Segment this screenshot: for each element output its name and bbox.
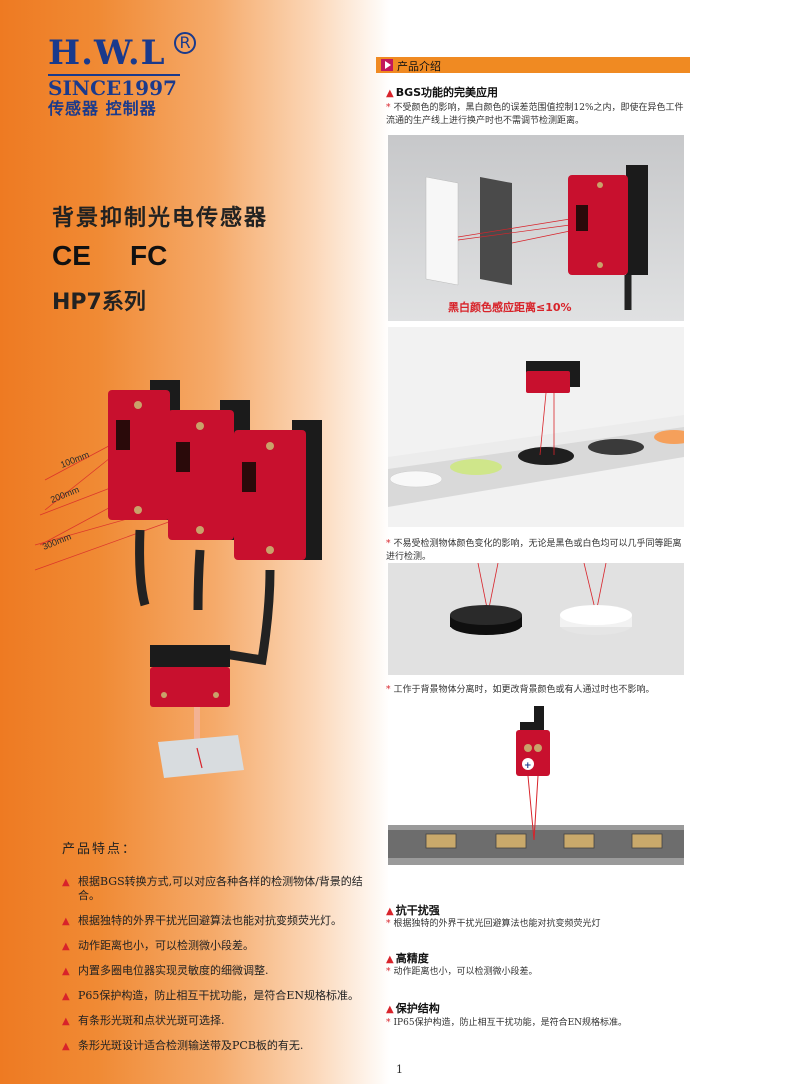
svg-text:+: +: [524, 761, 532, 771]
sensor-hero-illustration: 100mm 200mm 300mm: [34, 380, 322, 778]
feature-item: ▲动作距离也小，可以检测微小段差。: [62, 939, 254, 952]
distance-label-100: 100mm: [59, 449, 91, 470]
product-title: 背景抑制光电传感器: [52, 206, 269, 231]
triangle-bullet-icon: ▲: [386, 954, 394, 965]
feature-item: ▲根据独特的外界干扰光回避算法也能对抗变频荧光灯。: [62, 914, 342, 927]
triangle-bullet-icon: ▲: [62, 877, 70, 888]
precision-description: *动作距离也小，可以检测微小段差。: [386, 967, 538, 977]
bgs-heading: ▲BGS功能的完美应用: [386, 86, 499, 99]
logo-rule: [48, 74, 180, 76]
anti-interference-description: *根据独特的外界干扰光回避算法也能对抗变频荧光灯: [386, 919, 601, 929]
triangle-bullet-icon: ▲: [386, 1004, 394, 1015]
photo-pcb-conveyor: +: [388, 700, 684, 890]
asterisk-icon: *: [386, 967, 391, 977]
registered-mark-icon: R: [174, 32, 196, 54]
distance-label-300: 300mm: [41, 531, 73, 552]
feature-item: ▲条形光斑设计适合检测输送带及PCB板的有无.: [62, 1039, 304, 1052]
triangle-bullet-icon: ▲: [62, 991, 70, 1002]
section-header-bar: 产品介绍: [376, 57, 690, 73]
product-series: HP7系列: [52, 290, 146, 315]
triangle-bullet-icon: ▲: [62, 1016, 70, 1027]
bgs-description: *不受颜色的影响，黑白颜色的误差范围值控制12%之内，即使在异色工件流通的生产线…: [386, 103, 684, 126]
asterisk-icon: *: [386, 685, 391, 695]
triangle-bullet-icon: ▲: [62, 916, 70, 927]
triangle-bullet-icon: ▲: [62, 941, 70, 952]
feature-item: ▲内置多圈电位器实现灵敏度的细微调整.: [62, 964, 269, 977]
page-number: 1: [396, 1063, 403, 1076]
color-description: *不易受检测物体颜色变化的影响，无论是黑色或白色均可以几乎同等距离进行检测。: [386, 539, 682, 562]
asterisk-icon: *: [386, 919, 391, 929]
feature-item: ▲有条形光斑和点状光斑可选择.: [62, 1014, 225, 1027]
ce-mark-icon: CE: [52, 240, 91, 271]
logo-tagline: 传感器 控制器: [48, 99, 157, 118]
asterisk-icon: *: [386, 1018, 391, 1028]
background-description: *工作于背景物体分离时，如更改背景颜色或有人通过时也不影响。: [386, 685, 655, 695]
left-orange-panel: [0, 0, 390, 1084]
fc-mark-icon: FC: [130, 240, 168, 271]
photo-black-white-discs: [388, 563, 684, 675]
triangle-bullet-icon: ▲: [386, 906, 394, 917]
section-label: 产品介绍: [397, 60, 441, 73]
photo-conveyor-discs: [388, 327, 684, 527]
triangle-bullet-icon: ▲: [386, 88, 394, 99]
photo-black-white-sensing: 黑白颜色感应距离≤10%: [388, 135, 684, 321]
feature-item: ▲P65保护构造，防止相互干扰功能，是符合EN规格标准。: [62, 989, 360, 1002]
features-title: 产品特点：: [62, 842, 138, 857]
asterisk-icon: *: [386, 103, 391, 113]
protection-description: *IP65保护构造，防止相互干扰功能，是符合EN规格标准。: [386, 1018, 628, 1028]
company-logo: H.W.L R SINCE1997 传感器 控制器: [48, 32, 196, 119]
features-list: 产品特点： ▲根据BGS转换方式,可以对应各种各样的检测物体/背景的结合。 ▲根…: [62, 838, 382, 1064]
protection-heading: ▲保护结构: [386, 1002, 440, 1015]
triangle-bullet-icon: ▲: [62, 1041, 70, 1052]
precision-heading: ▲高精度: [386, 952, 429, 965]
play-icon: [381, 59, 393, 71]
photo1-caption: 黑白颜色感应距离≤10%: [448, 300, 572, 314]
anti-interference-heading: ▲抗干扰强: [386, 904, 440, 917]
triangle-bullet-icon: ▲: [62, 966, 70, 977]
asterisk-icon: *: [386, 539, 391, 549]
logo-since: SINCE1997: [48, 76, 177, 100]
distance-label-200: 200mm: [49, 484, 81, 505]
logo-brand: H.W.L: [48, 33, 166, 73]
feature-item: ▲根据BGS转换方式,可以对应各种各样的检测物体/背景的结合。: [62, 875, 363, 902]
